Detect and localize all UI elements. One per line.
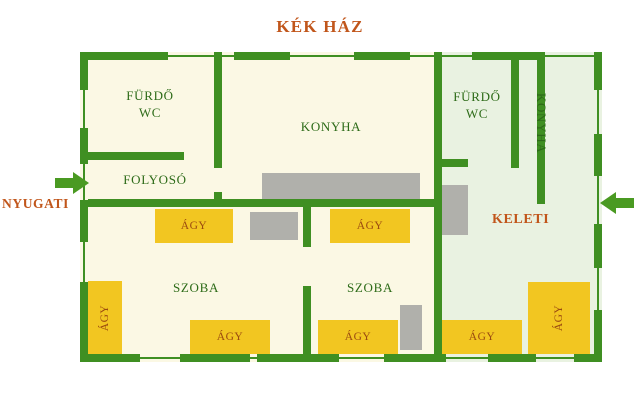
- room-label-line1: FÜRDŐ: [126, 88, 174, 103]
- room-label-line2: WC: [138, 104, 162, 120]
- interior-wall-west-bath-right-stub: [214, 159, 222, 168]
- bed-label: ÁGY: [216, 331, 244, 343]
- interior-wall-house-divider: [434, 52, 442, 362]
- interior-wall-west-rooms-divider-lower: [303, 286, 311, 362]
- interior-wall-hallway-jamb: [214, 192, 222, 200]
- interior-wall-east-bath-bottom: [434, 159, 468, 167]
- window-bottom-5: [536, 356, 574, 359]
- window-bottom-3: [339, 356, 384, 359]
- window-bottom-1: [140, 356, 180, 359]
- bed-label: ÁGY: [98, 304, 111, 331]
- outer-wall-left-seg1: [80, 52, 88, 90]
- interior-wall-kitchen-bottom: [310, 199, 440, 207]
- window-top-1: [168, 54, 234, 57]
- furniture-counter-kitchen-west: [262, 173, 420, 199]
- window-right-1: [596, 90, 599, 134]
- window-right-2: [596, 176, 599, 224]
- outer-wall-left-seg2: [80, 128, 88, 164]
- outer-wall-right-seg1: [594, 52, 602, 90]
- outer-wall-top-seg2: [234, 52, 290, 60]
- arrow-left-icon: [600, 192, 634, 214]
- outer-wall-right-seg4: [594, 310, 602, 362]
- window-top-2: [290, 54, 354, 57]
- outer-wall-left-seg3: [80, 200, 88, 242]
- window-bottom-2: [250, 356, 257, 359]
- outer-wall-top-seg3: [354, 52, 410, 60]
- interior-wall-west-rooms-divider-upper: [303, 199, 311, 247]
- outer-wall-left-seg4: [80, 282, 88, 362]
- outer-wall-bottom-seg1: [80, 354, 140, 362]
- window-left-3: [82, 242, 85, 282]
- outer-wall-right-seg3: [594, 224, 602, 268]
- furniture-unit-west-room2: [400, 305, 422, 350]
- room-label-room-west-2: SZOBA: [346, 280, 394, 295]
- room-label-line2: WC: [465, 105, 489, 121]
- bed-label: ÁGY: [180, 220, 208, 232]
- room-label-kitchen-east-wrapper: KONYHA: [531, 75, 551, 175]
- bed-label: ÁGY: [468, 331, 496, 343]
- outer-wall-right-seg2: [594, 134, 602, 176]
- bed-west-room2-top: ÁGY: [330, 209, 410, 243]
- interior-wall-east-bath-right-stub: [511, 159, 519, 168]
- interior-wall-east-bath-right: [511, 52, 519, 159]
- interior-wall-west-bath-right: [214, 52, 222, 159]
- outer-wall-bottom-seg2: [180, 354, 250, 362]
- bed-west-room1-left: ÁGY: [88, 281, 122, 354]
- furniture-unit-east-hall: [442, 185, 468, 235]
- outer-wall-bottom-seg6: [574, 354, 602, 362]
- bed-east-right: ÁGY: [528, 282, 590, 354]
- outer-wall-top-seg4: [472, 52, 528, 60]
- room-label-kitchen-west: KONYHA: [300, 119, 362, 134]
- bed-west-room2-bottom: ÁGY: [318, 320, 398, 354]
- window-bottom-4: [446, 356, 488, 359]
- page-title: KÉK HÁZ: [276, 17, 364, 36]
- room-label-kitchen-east: KONYHA: [534, 92, 550, 154]
- direction-label-west: NYUGATI: [2, 196, 69, 211]
- room-label-bath-wc-west: FÜRDŐ WC: [104, 88, 196, 122]
- floor-fill-west: [80, 52, 440, 362]
- interior-wall-hallway-bottom: [88, 199, 310, 207]
- outer-wall-bottom-seg4: [384, 354, 446, 362]
- outer-wall-bottom-seg5: [488, 354, 536, 362]
- window-right-3: [596, 268, 599, 310]
- bed-west-room1-bottom: ÁGY: [190, 320, 270, 354]
- outer-wall-bottom-seg3: [257, 354, 339, 362]
- direction-label-east: KELETI: [492, 212, 550, 227]
- room-label-hallway-west: FOLYOSÓ: [123, 172, 187, 187]
- window-top-4: [528, 54, 594, 57]
- bed-east-bottom: ÁGY: [442, 320, 522, 354]
- arrow-right-icon: [55, 172, 89, 194]
- bed-label: ÁGY: [356, 220, 384, 232]
- bed-label: ÁGY: [552, 304, 565, 332]
- furniture-unit-west-room1: [250, 212, 298, 240]
- interior-wall-east-kitchen-left: [537, 52, 545, 204]
- bed-west-room1-top: ÁGY: [155, 209, 233, 243]
- bed-label: ÁGY: [344, 331, 372, 343]
- interior-wall-east-kitchen-top: [519, 52, 541, 60]
- room-label-room-west-1: SZOBA: [172, 280, 220, 295]
- outer-wall-top-seg1: [80, 52, 168, 60]
- interior-wall-west-bath-bottom: [80, 152, 184, 160]
- room-label-bath-wc-east: FÜRDŐ WC: [442, 89, 512, 123]
- room-label-line1: FÜRDŐ: [453, 89, 501, 104]
- window-left-1: [82, 90, 85, 128]
